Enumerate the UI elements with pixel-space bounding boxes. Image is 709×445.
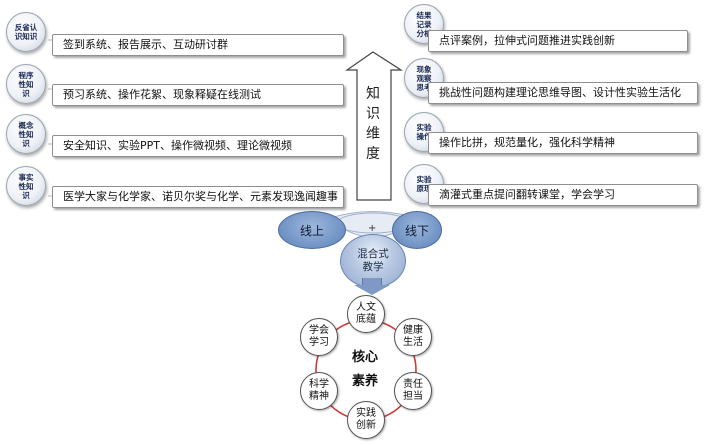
core-node-practice-innovation: 实践 创新 bbox=[347, 401, 385, 439]
experiment-principle-text: 滴灌式重点提问翻转课堂，学会学习 bbox=[428, 184, 698, 206]
result-analysis-text: 点评案例，拉伸式问题推进实践创新 bbox=[428, 30, 688, 52]
core-node-science-spirit: 科学 精神 bbox=[300, 372, 338, 410]
knowledge-dimension-label: 知 识 维 度 bbox=[366, 86, 380, 162]
phenomenon-observation-text: 挑战性问题构建理论思维导图、设计性实验生活化 bbox=[428, 82, 698, 104]
core-node-healthy-life: 健康 生活 bbox=[394, 318, 432, 356]
factual-knowledge-badge: 事实 性知 识 bbox=[6, 166, 46, 206]
core-node-responsibility: 责任 担当 bbox=[394, 372, 432, 410]
core-node-learn-to-learn: 学会 学习 bbox=[300, 318, 338, 356]
conceptual-knowledge-badge: 概念 性知 识 bbox=[6, 114, 46, 154]
offline-ellipse: 线下 bbox=[392, 211, 442, 249]
conceptual-knowledge-text: 安全知识、实验PPT、操作微视频、理论微视频 bbox=[52, 135, 344, 157]
blended-teaching-orb: 混合式 教学 bbox=[340, 234, 406, 288]
core-node-humanities: 人文 底蕴 bbox=[347, 295, 385, 333]
core-literacy-title: 核心 素养 bbox=[351, 350, 378, 389]
procedural-knowledge-text: 预习系统、操作花絮、现象释疑在线测试 bbox=[52, 84, 344, 106]
online-ellipse: 线上 bbox=[278, 211, 346, 249]
plus-sign: + bbox=[368, 223, 377, 234]
down-arrow-head bbox=[354, 285, 390, 295]
factual-knowledge-text: 医学大家与化学家、诺贝尔奖与化学、元素发现逸闻趣事 bbox=[52, 186, 344, 208]
reflective-knowledge-badge: 反省认 识知识 bbox=[6, 12, 46, 52]
experiment-operation-text: 操作比拼，规范量化，强化科学精神 bbox=[428, 132, 698, 154]
procedural-knowledge-badge: 程序 性知 识 bbox=[6, 64, 46, 104]
knowledge-dimension-arrow bbox=[345, 51, 404, 201]
reflective-knowledge-text: 签到系统、报告展示、互动研讨群 bbox=[52, 34, 344, 56]
down-arrow-body bbox=[362, 278, 382, 286]
